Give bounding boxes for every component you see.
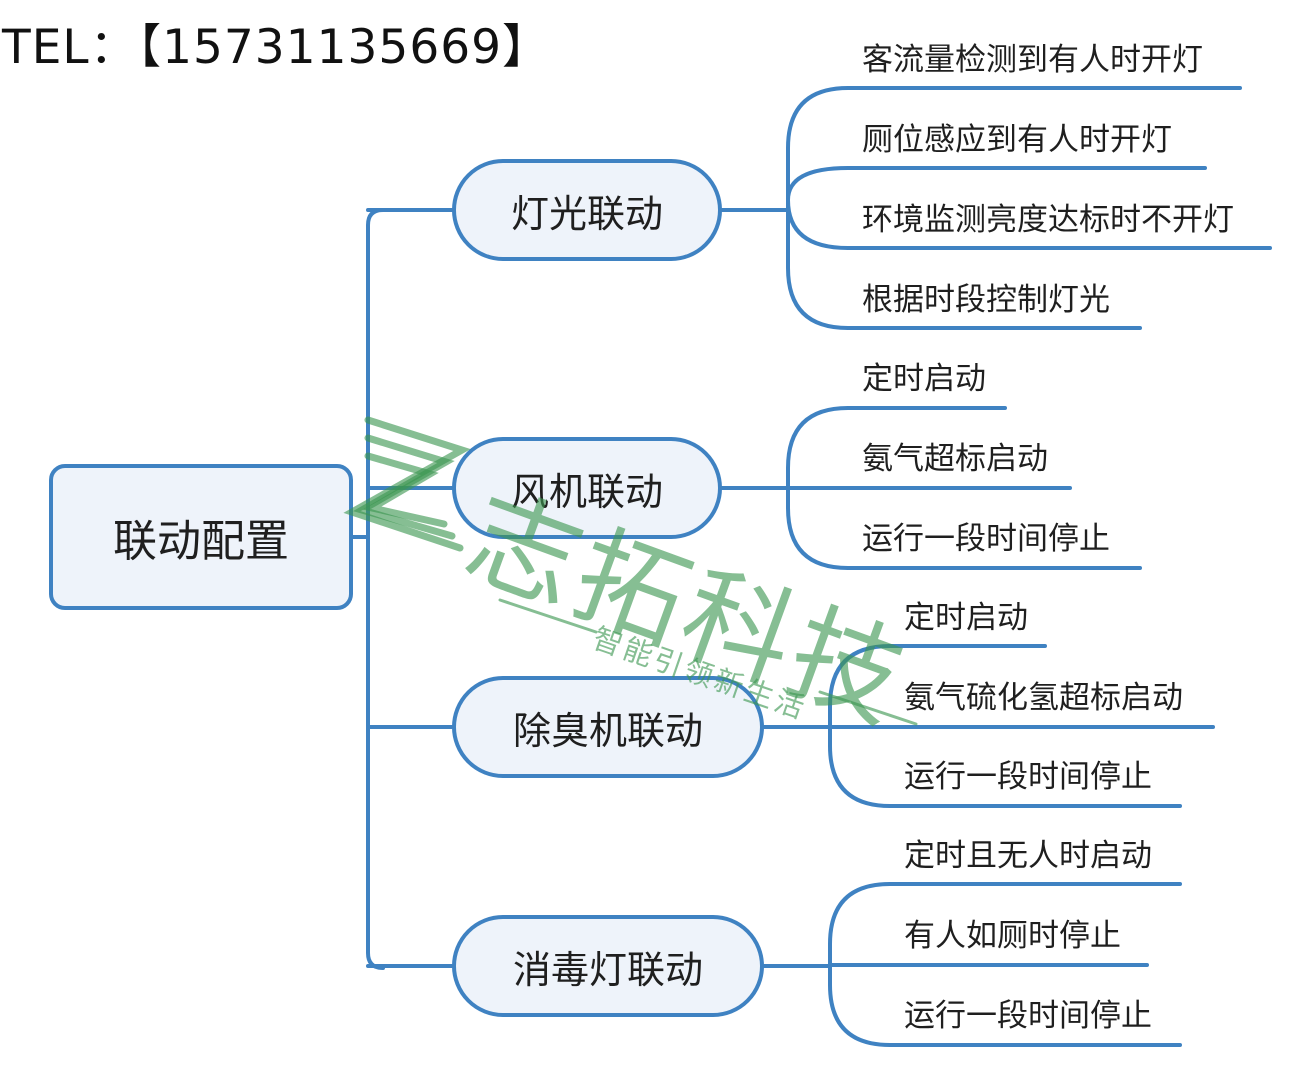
tick-lighting-3 bbox=[786, 198, 850, 250]
leaf-lighting-4: 根据时段控制灯光 bbox=[862, 282, 1110, 318]
leaf-fan-3: 运行一段时间停止 bbox=[862, 521, 1110, 557]
tick-lighting-2 bbox=[786, 166, 850, 202]
leaf-disinfection-2: 有人如厕时停止 bbox=[904, 918, 1121, 954]
leaf-disinfection-1: 定时且无人时启动 bbox=[904, 838, 1152, 874]
leaf-lighting-1: 客流量检测到有人时开灯 bbox=[862, 42, 1203, 78]
leaf-fan-2: 氨气超标启动 bbox=[862, 441, 1048, 477]
leaf-deodorizer-1: 定时启动 bbox=[904, 600, 1028, 636]
leaf-deodorizer-3: 运行一段时间停止 bbox=[904, 759, 1152, 795]
spine-lighting bbox=[786, 86, 850, 330]
leaf-lighting-2: 厕位感应到有人时开灯 bbox=[862, 122, 1172, 158]
branch-node-disinfection[interactable]: 消毒灯联动 bbox=[452, 915, 764, 1017]
root-spine-line bbox=[366, 208, 385, 970]
branch-node-fan[interactable]: 风机联动 bbox=[452, 437, 722, 539]
branch-node-lighting[interactable]: 灯光联动 bbox=[452, 159, 722, 261]
leaf-lighting-3: 环境监测亮度达标时不开灯 bbox=[862, 202, 1234, 238]
leaf-deodorizer-2: 氨气硫化氢超标启动 bbox=[904, 680, 1183, 716]
leaf-disinfection-3: 运行一段时间停止 bbox=[904, 998, 1152, 1034]
leaf-fan-1: 定时启动 bbox=[862, 361, 986, 397]
branch-node-deodorizer[interactable]: 除臭机联动 bbox=[452, 676, 764, 778]
root-node[interactable]: 联动配置 bbox=[49, 464, 353, 610]
tel-contact-text: TEL：【15731135669】 bbox=[2, 20, 551, 75]
